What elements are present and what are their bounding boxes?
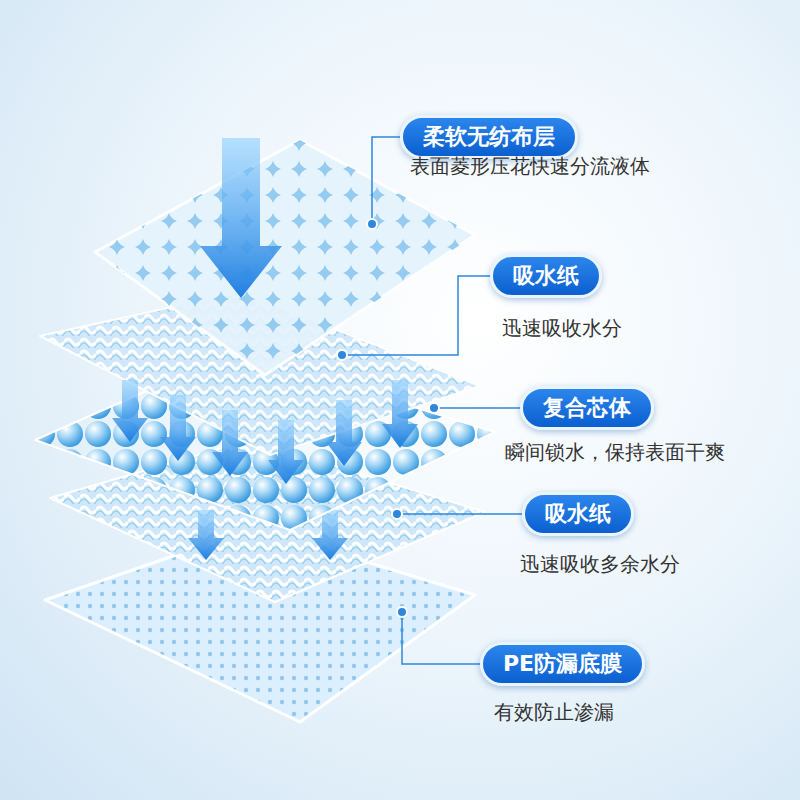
label-pill: 复合芯体 bbox=[520, 386, 654, 430]
layer-description: 瞬间锁水，保持表面干爽 bbox=[505, 440, 725, 464]
layer-description: 表面菱形压花快速分流液体 bbox=[410, 154, 650, 178]
label-pill: 吸水纸 bbox=[522, 492, 634, 536]
layer-name: PE防漏底膜 bbox=[503, 653, 622, 675]
label-pill: 柔软无纺布层 bbox=[400, 115, 578, 159]
layer-name: 吸水纸 bbox=[513, 265, 579, 287]
layer-name: 复合芯体 bbox=[543, 397, 631, 419]
layer-description: 迅速吸收多余水分 bbox=[520, 552, 680, 576]
label-pill: 吸水纸 bbox=[490, 254, 602, 298]
layer-description: 迅速吸收水分 bbox=[502, 316, 622, 340]
layer-name: 柔软无纺布层 bbox=[423, 126, 555, 148]
layer-description: 有效防止渗漏 bbox=[494, 700, 614, 724]
label-pill: PE防漏底膜 bbox=[480, 642, 645, 686]
layer-name: 吸水纸 bbox=[545, 503, 611, 525]
